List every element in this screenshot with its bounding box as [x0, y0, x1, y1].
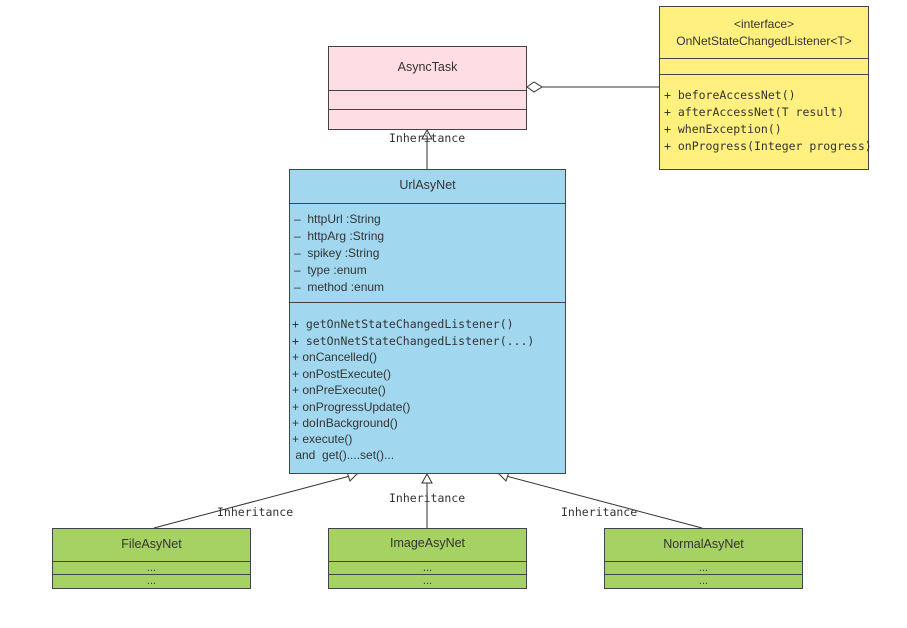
- normalasynet-methods: ...: [698, 575, 709, 587]
- listener-method: + whenException(): [664, 122, 782, 136]
- urlasynet-method: + setOnNetStateChangedListener(...): [292, 334, 535, 348]
- urlasynet-method: + execute(): [292, 432, 353, 446]
- inherit-line-normal: [505, 475, 703, 529]
- label-image: Inheritance: [389, 491, 466, 505]
- asynctask-attr-section: [329, 90, 526, 91]
- urlasynet-method: + onCancelled(): [292, 350, 378, 364]
- fileasynet-methods: ...: [146, 575, 157, 587]
- listener-method-section: [660, 74, 868, 75]
- urlasynet-field: – httpUrl :String: [294, 212, 381, 226]
- urlasynet-field: – spikey :String: [294, 246, 380, 260]
- urlasynet-method: + onPreExecute(): [292, 383, 386, 397]
- asynctask-method-section: [329, 109, 526, 110]
- listener-method: + afterAccessNet(T result): [664, 105, 845, 119]
- normalasynet-class: NormalAsyNet ... ...: [604, 528, 803, 589]
- listener-stereotype: <interface>: [733, 17, 795, 31]
- urlasynet-method: + doInBackground(): [292, 416, 398, 430]
- urlasynet-field: – method :enum: [294, 280, 385, 294]
- inherit-arrow-async: [421, 128, 433, 140]
- fileasynet-attrs: ...: [146, 562, 157, 574]
- normalasynet-attr-section: [605, 561, 802, 562]
- inherit-arrow-image: [421, 472, 433, 484]
- listener-method: + onProgress(Integer progress): [664, 139, 872, 153]
- normalasynet-name: NormalAsyNet: [663, 537, 744, 551]
- urlasynet-method: and get()....set()...: [292, 448, 395, 462]
- asynctask-name: AsyncTask: [397, 60, 458, 74]
- listener-interface: <interface> OnNetStateChangedListener<T>…: [659, 6, 872, 170]
- fileasynet-attr-section: [53, 561, 250, 562]
- listener-name: OnNetStateChangedListener<T>: [676, 34, 852, 48]
- label-normal: Inheritance: [561, 505, 638, 519]
- urlasynet-method: + onProgressUpdate(): [292, 400, 411, 414]
- fileasynet-method-section: [53, 574, 250, 575]
- urlasynet-field: – type :enum: [294, 263, 367, 277]
- listener-method: + beforeAccessNet(): [664, 88, 796, 102]
- normalasynet-method-section: [605, 574, 802, 575]
- imageasynet-attr-section: [329, 561, 526, 562]
- asynctask-class: AsyncTask: [328, 46, 527, 130]
- fileasynet-name: FileAsyNet: [121, 537, 182, 551]
- imageasynet-name: ImageAsyNet: [389, 536, 466, 550]
- urlasynet-class: UrlAsyNet – httpUrl :String – httpArg :S…: [289, 169, 566, 474]
- aggregation-diamond: [526, 81, 543, 93]
- urlasynet-method: + getOnNetStateChangedListener(): [292, 317, 514, 331]
- imageasynet-attrs: ...: [422, 562, 433, 574]
- imageasynet-method-section: [329, 574, 526, 575]
- urlasynet-field-section: [290, 203, 565, 204]
- urlasynet-field: – httpArg :String: [294, 229, 385, 243]
- fileasynet-class: FileAsyNet ... ...: [52, 528, 251, 589]
- label-file: Inheritance: [217, 505, 294, 519]
- label-url-async: Inheritance: [389, 131, 466, 145]
- listener-attr-section: [660, 58, 868, 59]
- urlasynet-method-section: [290, 302, 565, 303]
- normalasynet-attrs: ...: [698, 562, 709, 574]
- urlasynet-name: UrlAsyNet: [399, 178, 456, 192]
- inherit-line-file: [153, 475, 351, 529]
- imageasynet-class: ImageAsyNet ... ...: [328, 528, 527, 589]
- imageasynet-methods: ...: [422, 575, 433, 587]
- urlasynet-method: + onPostExecute(): [292, 367, 392, 381]
